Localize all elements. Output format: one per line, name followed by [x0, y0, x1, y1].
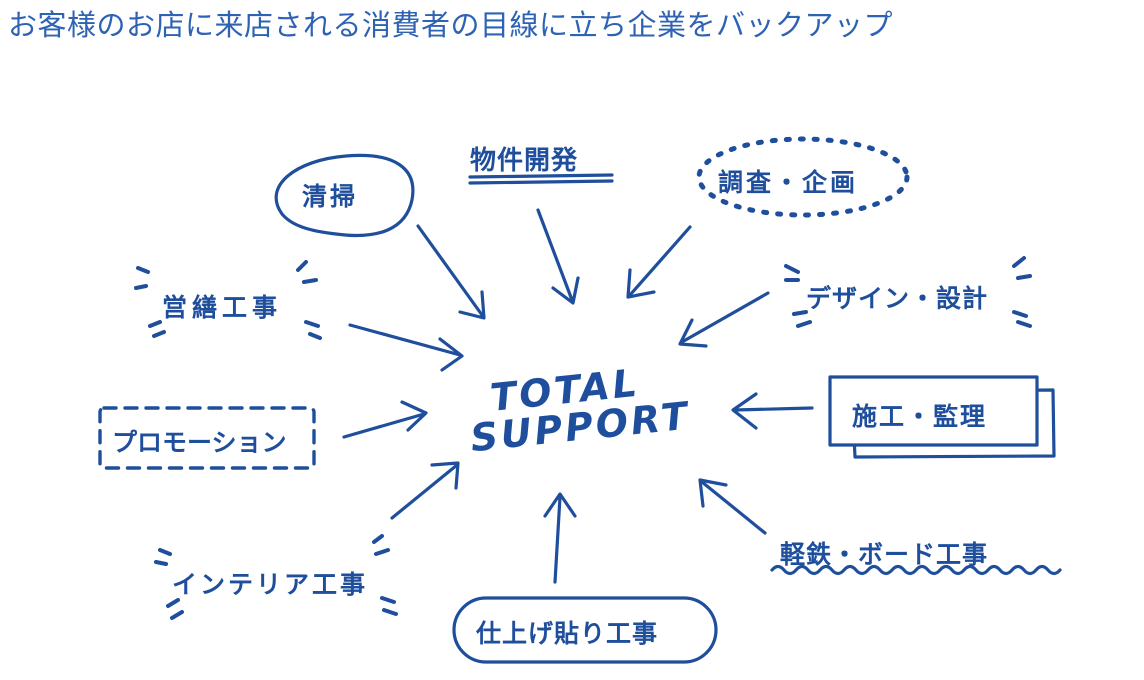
arrow-cleaning	[416, 224, 486, 320]
service-property: 物件開発	[470, 146, 579, 176]
repair-spark-marks	[134, 260, 322, 340]
construction-boxes	[828, 375, 1056, 459]
lightsteel-wavy-underline	[770, 564, 1062, 576]
arrow-finishing	[543, 492, 577, 584]
design-spark-marks	[784, 256, 1032, 328]
finishing-rounded-box	[452, 596, 718, 664]
cleaning-bubble	[274, 153, 415, 238]
arrow-research	[626, 225, 692, 299]
promotion-dashed-box	[98, 406, 316, 470]
arrow-lightsteel	[698, 478, 767, 535]
interior-spark-marks	[154, 534, 398, 620]
arrow-promotion	[342, 400, 428, 439]
research-dotted-ellipse	[696, 136, 910, 218]
property-underline	[468, 173, 614, 185]
arrow-construction	[731, 392, 814, 430]
service-repair: 営繕工事	[162, 293, 283, 322]
service-cleaning: 清掃	[302, 182, 359, 211]
service-interior: インテリア工事	[172, 570, 369, 599]
arrow-property	[536, 208, 580, 305]
arrow-interior	[390, 461, 460, 520]
service-promotion: プロモーション	[112, 428, 287, 457]
service-lightsteel: 軽鉄・ボード工事	[780, 540, 989, 569]
service-finishing: 仕上げ貼り工事	[476, 619, 659, 648]
service-construction: 施工・監理	[852, 402, 988, 431]
service-research: 調査・企画	[718, 168, 859, 197]
arrow-design	[678, 291, 770, 348]
page-headline: お客様のお店に来店される消費者の目線に立ち企業をバックアップ	[8, 8, 894, 42]
arrow-repair	[348, 323, 464, 372]
service-design: デザイン・設計	[806, 284, 989, 313]
